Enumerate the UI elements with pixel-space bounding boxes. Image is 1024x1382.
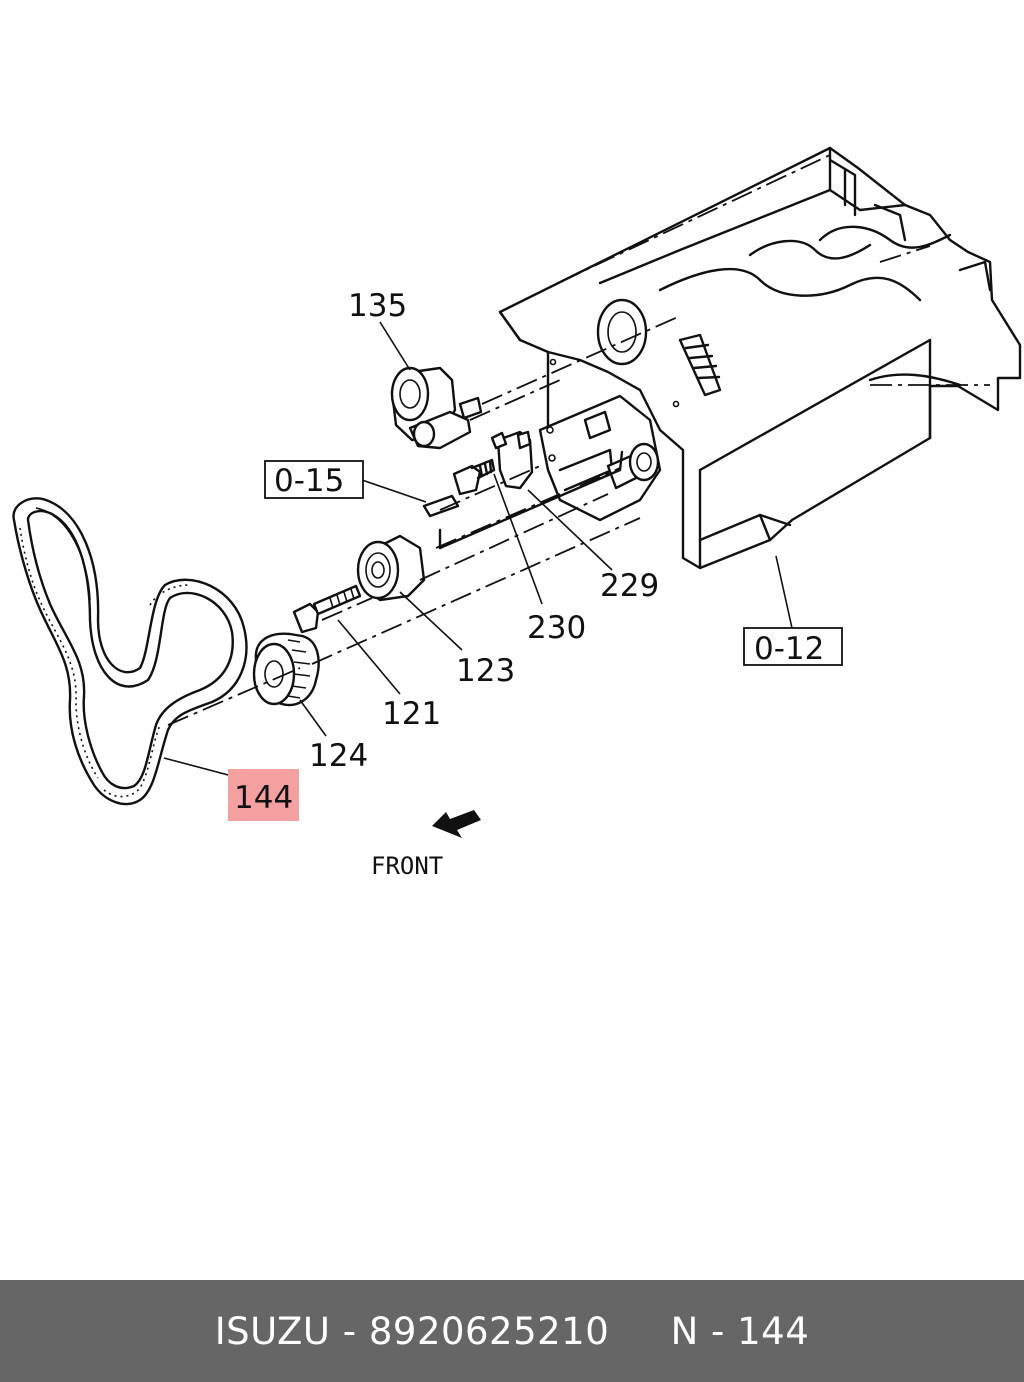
- leader-lines: [163, 321, 793, 777]
- alignment-lines: [167, 315, 681, 726]
- callout-015[interactable]: 0-15: [274, 463, 344, 499]
- front-label: FRONT: [371, 852, 443, 880]
- idler-bolt: [292, 584, 362, 634]
- footer-ref-prefix: N: [670, 1309, 699, 1353]
- timing-belt: [12, 497, 248, 806]
- front-arrow-icon: [432, 810, 481, 838]
- callout-121[interactable]: 121: [382, 696, 441, 732]
- front-indicator: FRONT: [371, 810, 481, 880]
- footer-separator: -: [330, 1309, 369, 1353]
- footer-part-number: 8920625210: [368, 1309, 610, 1353]
- callout-230[interactable]: 230: [527, 610, 586, 646]
- engine-block: [498, 146, 1022, 570]
- footer-brand: ISUZU: [214, 1309, 331, 1353]
- woodruff-key: [422, 494, 460, 518]
- callout-box-012: [743, 627, 843, 666]
- footer-bar: ISUZU - 8920625210 N - 144: [0, 1280, 1024, 1382]
- footer-separator: -: [698, 1309, 738, 1353]
- callout-124[interactable]: 124: [309, 738, 368, 774]
- crank-sprocket: [252, 632, 320, 707]
- callout-229[interactable]: 229: [600, 568, 659, 604]
- callout-123[interactable]: 123: [456, 653, 515, 689]
- tensioner-pulley: [390, 366, 483, 450]
- callout-135[interactable]: 135: [348, 288, 407, 324]
- tensioner-bolts: [452, 430, 534, 496]
- footer-gap: [609, 1310, 670, 1353]
- footer-ref-number: 144: [737, 1309, 810, 1353]
- parts-diagram: 135 0-15 229 230 123 121 124 0-12 144 FR…: [12, 146, 1022, 880]
- callout-012[interactable]: 0-12: [754, 631, 824, 667]
- callout-box-015: [264, 460, 364, 499]
- callout-144[interactable]: 144: [234, 780, 293, 816]
- callout-labels: 135 0-15 229 230 123 121 124 0-12 144: [228, 288, 843, 821]
- idler-pulley: [356, 534, 426, 602]
- highlight-box-144: [228, 769, 299, 821]
